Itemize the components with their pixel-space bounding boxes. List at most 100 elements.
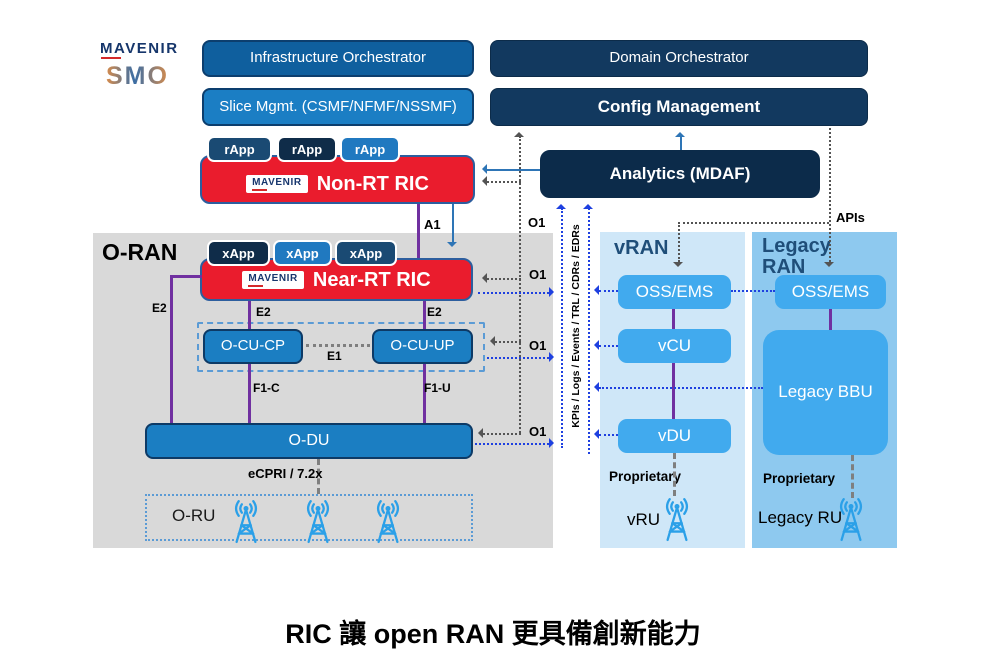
f1u-label: F1-U	[424, 381, 451, 395]
rapp-chip-3[interactable]: rApp	[340, 136, 400, 162]
kpi-arrowhead	[549, 352, 559, 362]
o1-label: O1	[529, 267, 547, 282]
o1-branch-nonrt	[487, 181, 521, 183]
o-cu-up-box[interactable]: O-CU-UP	[372, 329, 473, 364]
legacy-ru-label: Legacy RU	[758, 508, 843, 527]
apis-vertical-line	[829, 128, 831, 262]
antenna-icon	[365, 496, 411, 544]
o1-branch-odu	[483, 433, 521, 435]
non-rt-ric-label: Non-RT RIC	[316, 172, 429, 195]
kpi-vertical-line-1	[561, 208, 563, 448]
e1-label: E1	[327, 349, 342, 363]
o1-branch-nearrt	[487, 278, 521, 280]
o1-arrowhead	[477, 273, 487, 283]
e2-label: E2	[256, 305, 271, 319]
vran-proprietary-label: Proprietary	[609, 469, 682, 484]
e2-right-line	[423, 301, 426, 329]
kpi-pipe-label: KPIs / Logs / Events / TRL / CDRs / EDRs	[570, 224, 582, 428]
near-rt-ric-label: Near-RT RIC	[312, 268, 431, 291]
kpi-branch-ocu	[487, 357, 549, 359]
o-du-box[interactable]: O-DU	[145, 423, 473, 459]
e2-label: E2	[152, 301, 167, 315]
vran-title: vRAN	[614, 237, 669, 259]
a1-arrow-line	[452, 204, 454, 244]
o1-branch-ocu	[495, 341, 521, 343]
kpi-up-arrowhead	[583, 199, 593, 209]
vran-oss-ems-box[interactable]: OSS/EMS	[618, 275, 731, 309]
caption: RIC 讓 open RAN 更具備創新能力	[285, 619, 701, 649]
antenna-icon	[295, 496, 341, 544]
non-rt-ric-box[interactable]: MAVENIR Non-RT RIC	[200, 155, 475, 204]
kpi-branch-nearrt	[478, 292, 549, 294]
legacy-proprietary-label: Proprietary	[763, 471, 836, 486]
analytics-nonrt-line	[487, 169, 540, 171]
slice-mgmt-box[interactable]: Slice Mgmt. (CSMF/NFMF/NSSMF)	[202, 88, 474, 126]
bbu-ru-dashed-line	[851, 455, 854, 498]
ocu-group-outline	[197, 322, 485, 372]
rapp-chip-2[interactable]: rApp	[277, 136, 337, 162]
infrastructure-orchestrator-box[interactable]: Infrastructure Orchestrator	[202, 40, 474, 77]
a1-line	[417, 204, 420, 258]
mavenir-logo: MAVENIR	[100, 40, 179, 57]
legacy-oss-ems-box[interactable]: OSS/EMS	[775, 275, 886, 309]
kpi-arrowhead	[589, 429, 599, 439]
antenna-icon	[654, 494, 700, 542]
apis-vran-drop	[678, 222, 680, 262]
o1-vertical-line	[519, 136, 521, 433]
apis-label: APIs	[836, 210, 865, 225]
smo-label: SMO	[106, 62, 169, 90]
kpi-branch-vcu	[599, 345, 618, 347]
vdu-vru-dashed-line	[673, 453, 676, 496]
o1-up-arrowhead	[514, 127, 524, 137]
o-ru-label: O-RU	[172, 506, 216, 525]
kpi-arrowhead	[589, 382, 599, 392]
o1-arrowhead	[473, 428, 483, 438]
kpi-branch-vdu	[599, 434, 618, 436]
legacy-bbu-box[interactable]: Legacy BBU	[763, 330, 888, 455]
a1-arrowhead	[447, 242, 457, 252]
analytics-config-line	[680, 136, 682, 150]
ecpri-label: eCPRI / 7.2x	[248, 466, 323, 481]
f1u-line	[423, 364, 426, 423]
o1-arrowhead	[477, 176, 487, 186]
analytics-mdaf-box[interactable]: Analytics (MDAF)	[540, 150, 820, 198]
o1-label: O1	[529, 424, 547, 439]
domain-orchestrator-box[interactable]: Domain Orchestrator	[490, 40, 868, 77]
xapp-chip-3[interactable]: xApp	[335, 240, 397, 266]
o1-label: O1	[529, 338, 547, 353]
apis-arrowhead	[824, 262, 834, 272]
legacy-ran-title: Legacy RAN	[762, 235, 831, 278]
e2-label: E2	[427, 305, 442, 319]
rapp-chip-1[interactable]: rApp	[207, 136, 272, 162]
config-management-box[interactable]: Config Management	[490, 88, 868, 126]
xapp-chip-2[interactable]: xApp	[273, 240, 332, 266]
f1c-line	[248, 364, 251, 423]
legacy-oss-bbu-line	[829, 309, 832, 330]
odu-oru-dashed-line	[317, 459, 320, 494]
e2-mid-line	[248, 301, 251, 329]
a1-label: A1	[424, 217, 441, 232]
kpi-branch-vran-oss	[599, 290, 618, 292]
apis-arrowhead	[673, 262, 683, 272]
mavenir-badge: MAVENIR	[242, 270, 304, 289]
vcu-box[interactable]: vCU	[618, 329, 731, 363]
analytics-config-arrowhead	[675, 127, 685, 137]
e2-left-line	[170, 275, 173, 423]
o-cu-cp-box[interactable]: O-CU-CP	[203, 329, 303, 364]
f1c-label: F1-C	[253, 381, 280, 395]
vcu-vdu-line	[672, 363, 675, 419]
apis-branch-line	[678, 222, 829, 224]
o1-label: O1	[528, 215, 546, 230]
antenna-icon	[828, 494, 874, 542]
vru-label: vRU	[627, 510, 661, 529]
vdu-box[interactable]: vDU	[618, 419, 731, 453]
kpi-arrowhead	[589, 340, 599, 350]
o1-arrowhead	[485, 336, 495, 346]
kpi-vertical-line-2	[588, 208, 590, 454]
oran-title: O-RAN	[102, 239, 178, 265]
antenna-icon	[223, 496, 269, 544]
kpi-arrowhead	[589, 285, 599, 295]
xapp-chip-1[interactable]: xApp	[207, 240, 270, 266]
kpi-branch-odu	[475, 443, 549, 445]
